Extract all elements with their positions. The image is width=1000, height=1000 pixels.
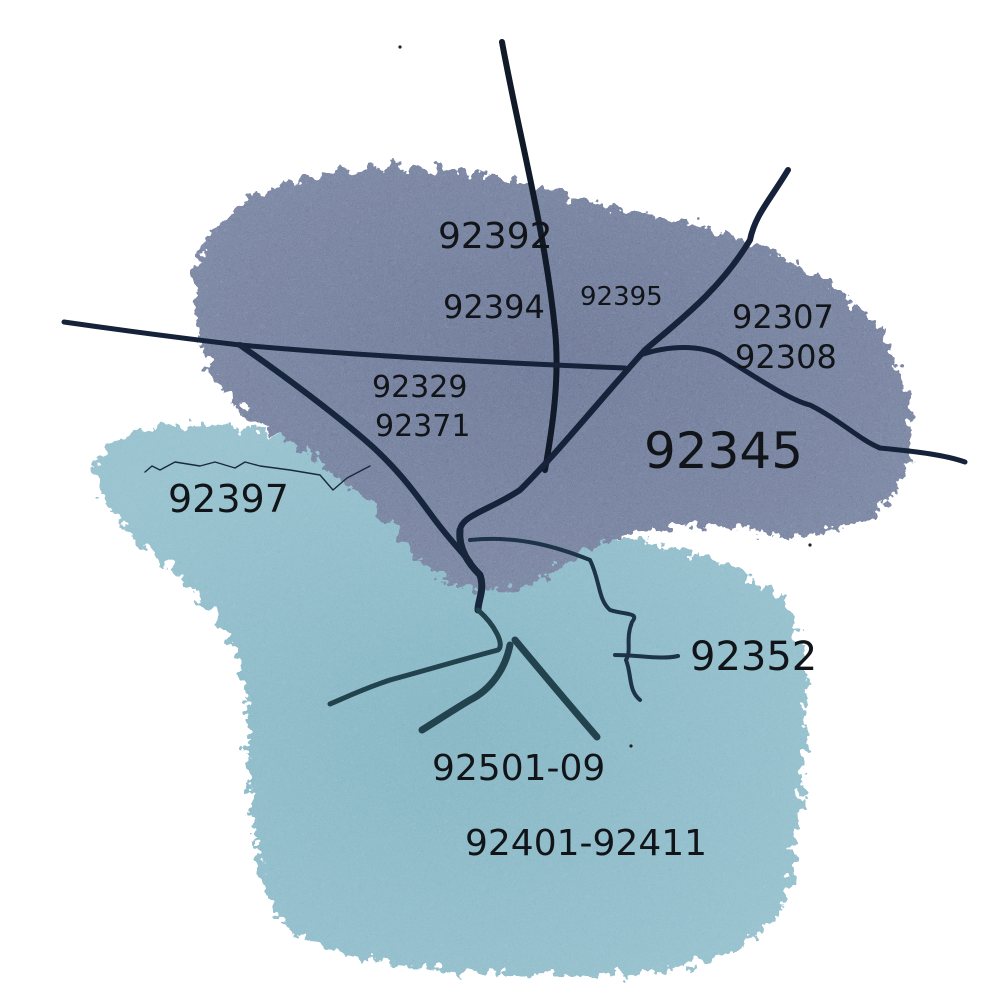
label-92308: 92308 — [735, 338, 837, 376]
road-south-center — [418, 641, 514, 734]
label-92352: 92352 — [690, 634, 817, 680]
road-diagonal-west — [237, 342, 473, 565]
zip-labels: 92392 92394 92395 92307 92308 92329 9237… — [168, 216, 837, 864]
label-92392: 92392 — [438, 216, 553, 257]
speck — [629, 744, 633, 748]
road-southeast — [468, 536, 642, 702]
label-92397: 92397 — [168, 477, 289, 521]
road-east-west — [61, 319, 628, 371]
label-92371: 92371 — [375, 409, 470, 444]
upper-region — [193, 167, 912, 591]
road-center — [456, 526, 486, 614]
speck — [398, 45, 402, 49]
label-92401-92411: 92401-92411 — [465, 823, 707, 864]
label-92345: 92345 — [644, 422, 803, 480]
road-northeast — [457, 167, 791, 533]
road-south-east — [511, 636, 601, 741]
speck — [808, 543, 812, 547]
label-92394: 92394 — [443, 288, 545, 326]
road-north — [499, 39, 560, 473]
label-92307: 92307 — [732, 298, 834, 336]
label-92501-09: 92501-09 — [432, 748, 605, 789]
road-thin-west — [144, 461, 371, 491]
label-92395: 92395 — [580, 282, 663, 312]
label-92329: 92329 — [372, 370, 467, 405]
lower-region — [98, 425, 806, 975]
road-south-west — [327, 607, 503, 707]
roads — [61, 39, 968, 741]
road-east — [637, 345, 968, 465]
road-southeast-spur — [613, 653, 680, 660]
